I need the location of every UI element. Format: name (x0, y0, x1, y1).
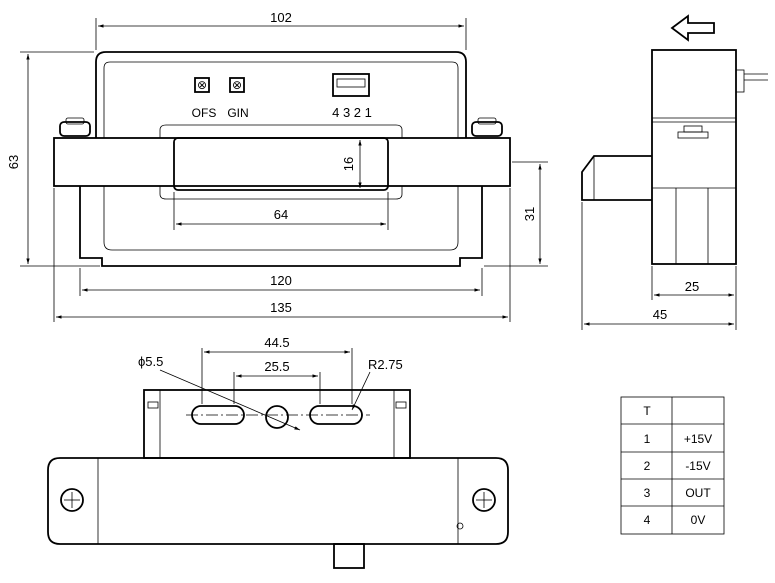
gin-label: GIN (227, 106, 248, 120)
table-header-pin: T (643, 404, 651, 418)
side-jaw (581, 155, 652, 201)
ofs-trimpot (194, 77, 210, 93)
dim-45: 45 (653, 307, 667, 322)
dim-135: 135 (270, 300, 292, 315)
dim-25-5: 25.5 (264, 359, 289, 374)
hole-leader (159, 369, 301, 431)
left-screw-icon (60, 488, 84, 512)
side-main-block (651, 49, 737, 265)
dim-16: 16 (341, 157, 356, 171)
center-hole (265, 405, 289, 429)
dim-64: 64 (274, 207, 288, 222)
connector (332, 73, 370, 97)
dim-r-2-75: R2.75 (368, 357, 403, 372)
dim-102: 102 (270, 10, 292, 25)
front-lower-body (79, 186, 483, 267)
aperture-window (173, 137, 389, 191)
table-pin: 1 (644, 432, 651, 446)
dim-31: 31 (522, 207, 537, 221)
pin-table: T 1 +15V 2 -15V 3 OUT 4 0V (620, 396, 725, 535)
dim-120: 120 (270, 273, 292, 288)
front-upper-housing (95, 51, 467, 138)
front-view: ⊗ ⊗ OFS GIN 4 3 2 1 102 63 16 64 31 (6, 10, 548, 322)
dim-phi-5-5: ϕ5.5 (138, 354, 163, 369)
table-pin: 2 (644, 459, 651, 473)
radius-leader (351, 371, 371, 411)
dim-44-5: 44.5 (264, 335, 289, 350)
svg-text:⊗: ⊗ (197, 78, 207, 92)
left-bolt-head (59, 121, 91, 137)
dim-25: 25 (685, 279, 699, 294)
pin-numbers: 4 3 2 1 (332, 105, 372, 120)
table-signal: -15V (685, 459, 710, 473)
table-pin: 4 (644, 513, 651, 527)
table-signal: 0V (691, 513, 706, 527)
right-bolt-head (471, 121, 503, 137)
ofs-label: OFS (192, 106, 217, 120)
side-view: 25 45 (581, 14, 768, 330)
current-direction-arrow-icon (670, 14, 715, 42)
bottom-view: 44.5 25.5 ϕ5.5 R2.75 (47, 335, 509, 569)
right-screw-icon (472, 488, 496, 512)
gin-trimpot (229, 77, 245, 93)
front-mid-band (53, 137, 511, 187)
bottom-base (47, 457, 509, 545)
table-pin: 3 (644, 486, 651, 500)
bottom-stub (333, 543, 365, 569)
svg-text:⊗: ⊗ (232, 78, 242, 92)
dim-63: 63 (6, 155, 21, 169)
bottom-plate (143, 389, 411, 459)
table-signal: +15V (684, 432, 712, 446)
table-signal: OUT (685, 486, 711, 500)
